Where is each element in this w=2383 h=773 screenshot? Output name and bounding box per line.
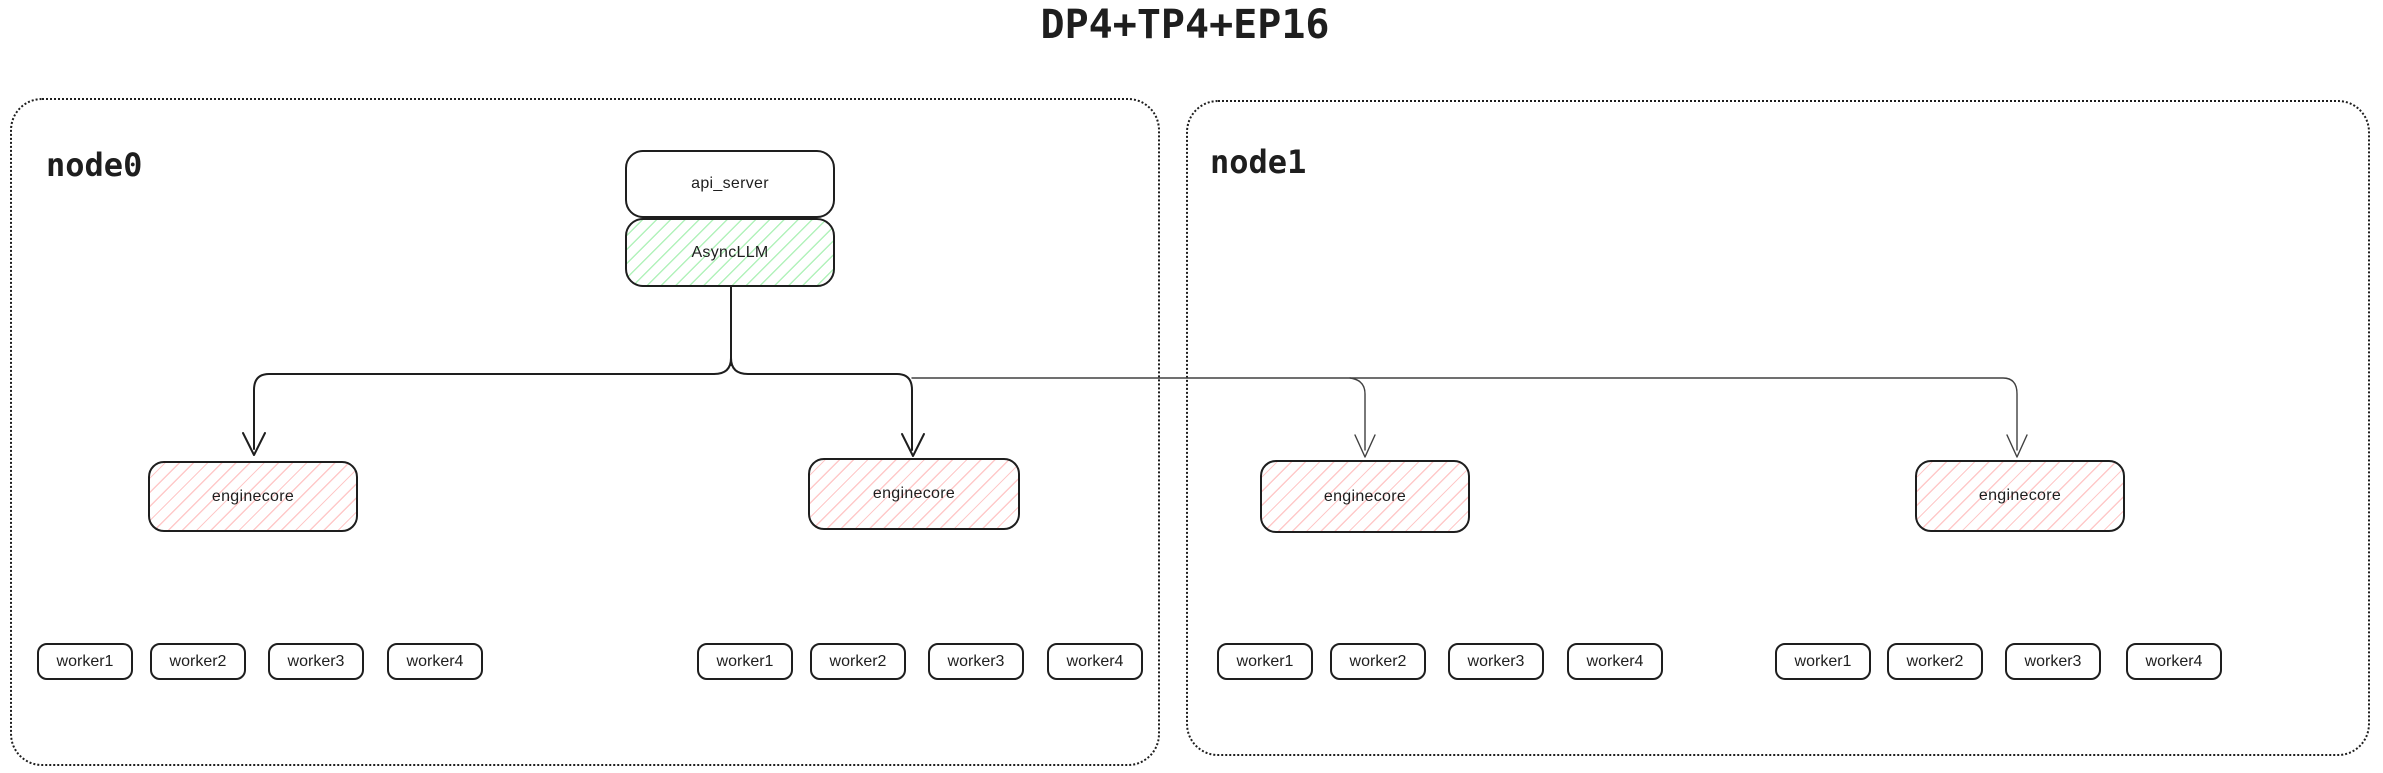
asyncllm-label: AsyncLLM bbox=[691, 243, 769, 261]
api-server-label: api_server bbox=[691, 175, 769, 192]
node1-label: node1 bbox=[1210, 143, 1307, 181]
worker-box: worker3 bbox=[268, 643, 364, 680]
worker-box: worker3 bbox=[2005, 643, 2101, 680]
enginecore-label: enginecore bbox=[1323, 487, 1407, 505]
enginecore-box-2: enginecore bbox=[808, 458, 1020, 530]
worker-box: worker2 bbox=[150, 643, 246, 680]
enginecore-box-3: enginecore bbox=[1260, 460, 1470, 533]
enginecore-label: enginecore bbox=[1978, 487, 2062, 504]
asyncllm-box: AsyncLLM bbox=[625, 218, 835, 287]
diagram-title: DP4+TP4+EP16 bbox=[1040, 2, 1330, 48]
worker-box: worker1 bbox=[1775, 643, 1871, 680]
worker-box: worker1 bbox=[37, 643, 133, 680]
api-server-box: api_server bbox=[625, 150, 835, 218]
worker-box: worker3 bbox=[1448, 643, 1544, 680]
worker-box: worker2 bbox=[1330, 643, 1426, 680]
enginecore-label: enginecore bbox=[872, 485, 956, 502]
worker-box: worker4 bbox=[2126, 643, 2222, 680]
enginecore-box-4: enginecore bbox=[1915, 460, 2125, 532]
node0-label: node0 bbox=[46, 146, 143, 184]
worker-box: worker4 bbox=[1567, 643, 1663, 680]
worker-box: worker4 bbox=[1047, 643, 1143, 680]
enginecore-box-1: enginecore bbox=[148, 461, 358, 532]
enginecore-label: enginecore bbox=[211, 487, 295, 505]
worker-box: worker1 bbox=[1217, 643, 1313, 680]
worker-box: worker4 bbox=[387, 643, 483, 680]
worker-box: worker2 bbox=[1887, 643, 1983, 680]
worker-box: worker2 bbox=[810, 643, 906, 680]
worker-box: worker1 bbox=[697, 643, 793, 680]
worker-box: worker3 bbox=[928, 643, 1024, 680]
